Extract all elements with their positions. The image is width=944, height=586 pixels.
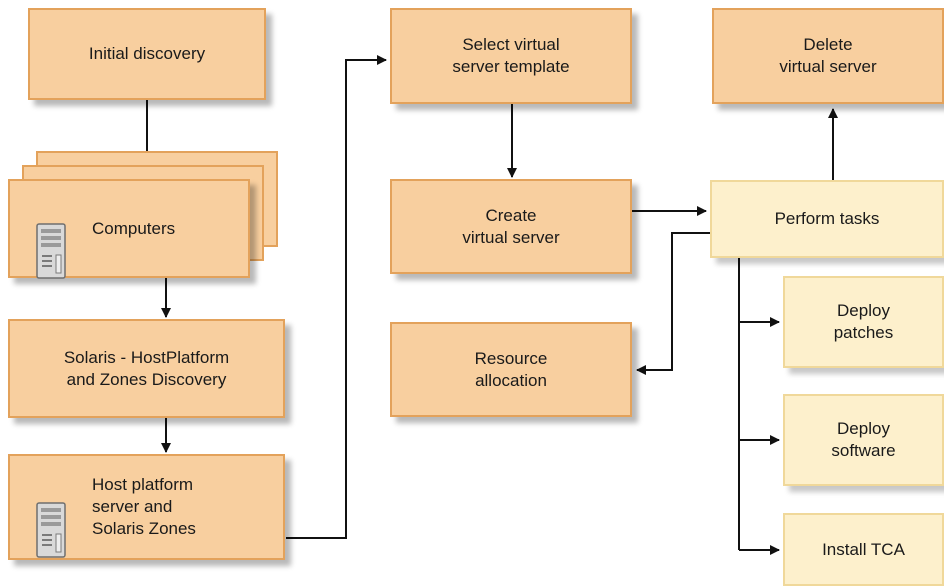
install-tca-box: Install TCA xyxy=(783,513,944,586)
arrow-host-to-select-template xyxy=(286,55,387,539)
resource-allocation-box: Resource allocation xyxy=(390,322,632,417)
initial-discovery-box: Initial discovery xyxy=(28,8,266,100)
computers-box: Computers xyxy=(8,179,250,279)
select-template-label: Select virtual server template xyxy=(452,35,570,76)
delete-server-label: Delete virtual server xyxy=(779,35,877,76)
deploy-software-label: Deploy software xyxy=(831,419,896,460)
server-tower-icon xyxy=(36,201,66,285)
delete-server-box: Delete virtual server xyxy=(712,8,944,104)
deploy-patches-box: Deploy patches xyxy=(783,276,944,368)
resource-allocation-label: Resource allocation xyxy=(474,348,548,390)
deploy-patches-label: Deploy patches xyxy=(833,301,894,342)
deploy-software-box: Deploy software xyxy=(783,394,944,486)
solaris-discovery-box: Solaris - HostPlatform and Zones Discove… xyxy=(8,319,285,418)
perform-tasks-box: Perform tasks xyxy=(710,180,944,258)
server-tower-icon xyxy=(36,480,66,564)
select-template-box: Select virtual server template xyxy=(390,8,632,104)
host-platform-label: Host platform server and Solaris Zones xyxy=(92,475,196,538)
solaris-discovery-label: Solaris - HostPlatform and Zones Discove… xyxy=(63,347,230,389)
create-server-box: Create virtual server xyxy=(390,179,632,274)
arrow-perform-to-resource xyxy=(636,232,710,375)
host-platform-box: Host platform server and Solaris Zones xyxy=(8,454,285,560)
install-tca-label: Install TCA xyxy=(822,539,905,559)
perform-tasks-label: Perform tasks xyxy=(774,209,880,228)
create-server-label: Create virtual server xyxy=(462,205,560,247)
initial-discovery-label: Initial discovery xyxy=(88,44,206,63)
computers-label: Computers xyxy=(92,218,176,238)
